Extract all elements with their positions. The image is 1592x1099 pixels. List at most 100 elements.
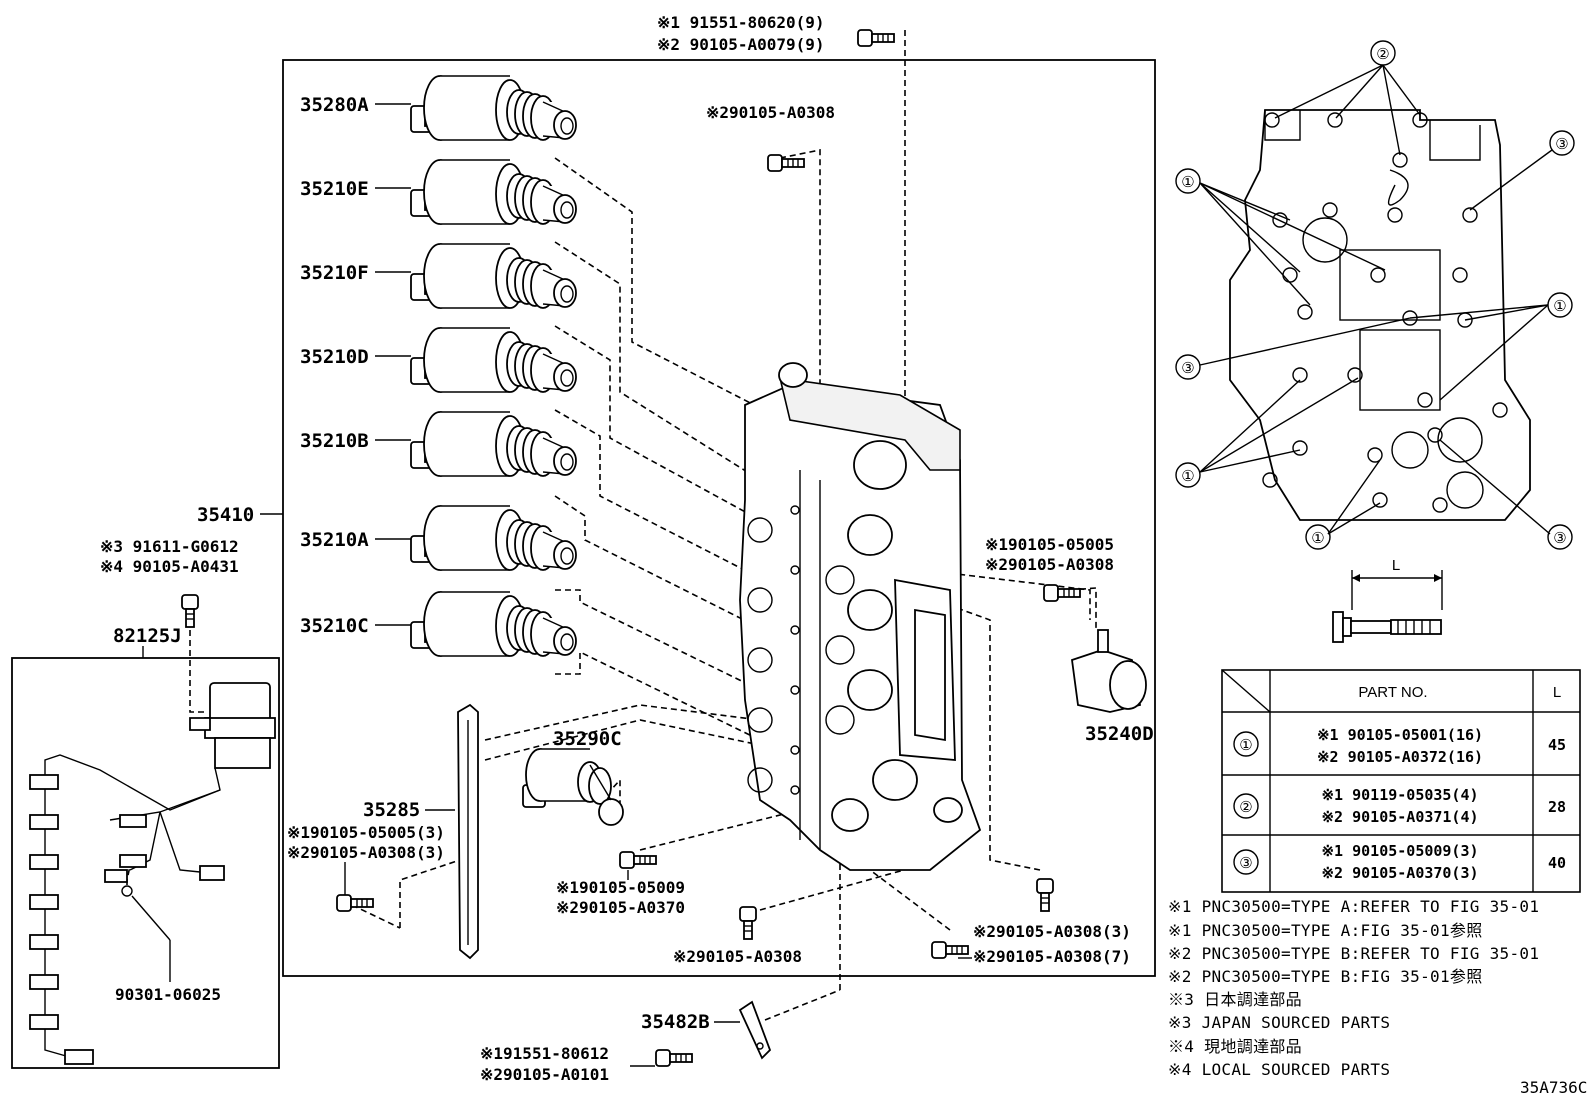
bolt-br-7[interactable]: [931, 941, 969, 959]
table-row: ③ ※1 90105-05009(3) ※2 90105-A0370(3) 40: [1233, 842, 1566, 882]
footnotes: ※1 PNC30500=TYPE A:REFER TO FIG 35-01 ※1…: [1168, 897, 1539, 1079]
part-labels: ※1 91551-80620(9) ※2 90105-A0079(9) ※290…: [100, 13, 1587, 1097]
bolt-length-dimension: L: [1332, 557, 1443, 643]
svg-text:28: 28: [1548, 798, 1566, 816]
callout-3-top-right: ③: [1549, 130, 1575, 156]
solenoid-35210E[interactable]: [410, 159, 577, 225]
svg-text:※2 90105-A0370(3): ※2 90105-A0370(3): [1321, 864, 1478, 882]
note-line: ※3 日本調達部品: [1168, 990, 1302, 1009]
label-35210E: 35210E: [300, 178, 369, 200]
wire-harness-82125J[interactable]: [29, 682, 276, 1065]
label-bolt-right-1: ※190105-05005: [985, 535, 1114, 554]
svg-text:②: ②: [1376, 46, 1389, 63]
label-35210A: 35210A: [300, 529, 369, 551]
label-bolt-mid-1: ※190105-05009: [556, 878, 685, 897]
callout-1-right: ①: [1547, 292, 1573, 318]
svg-text:③: ③: [1181, 360, 1194, 377]
svg-text:※1 90119-05035(4): ※1 90119-05035(4): [1321, 786, 1478, 804]
callout-1-bottom: ①: [1305, 524, 1331, 550]
callout-3-left: ③: [1175, 354, 1201, 380]
bolt-bot-mid[interactable]: [739, 906, 757, 940]
label-harness-bolt-3: ※3 91611-G0612: [100, 537, 239, 556]
label-35285: 35285: [363, 799, 420, 821]
bolt-top[interactable]: [857, 29, 895, 47]
table-header-part-no: PART NO.: [1358, 684, 1427, 701]
label-bolt-top-1: ※1 91551-80620(9): [657, 13, 825, 32]
label-bolt-det-1: ※191551-80612: [480, 1044, 609, 1063]
wire-clamp-90301[interactable]: [121, 885, 171, 982]
callout-2-top: ②: [1370, 40, 1396, 66]
label-bolt-br-7: ※290105-A0308(7): [973, 947, 1131, 966]
label-35280A: 35280A: [300, 94, 369, 116]
solenoid-35210F[interactable]: [410, 243, 577, 309]
label-bolt-right-2: ※290105-A0308: [985, 555, 1114, 574]
label-bolt-left-1: ※190105-05005(3): [287, 823, 445, 842]
callout-1-left-top: ①: [1175, 168, 1201, 194]
dim-l-label: L: [1392, 557, 1400, 574]
svg-text:①: ①: [1239, 737, 1252, 754]
svg-text:①: ①: [1181, 174, 1194, 191]
bolt-detent[interactable]: [655, 1049, 693, 1067]
label-bolt-br-3: ※290105-A0308(3): [973, 922, 1131, 941]
plate-callout-lines: [1199, 64, 1553, 535]
label-35210B: 35210B: [300, 430, 369, 452]
label-90301-06025: 90301-06025: [115, 985, 221, 1004]
bolt-a0308-top[interactable]: [767, 154, 805, 172]
solenoid-35210C[interactable]: [410, 591, 577, 657]
label-bolt-mid-2: ※290105-A0370: [556, 898, 685, 917]
note-line: ※3 JAPAN SOURCED PARTS: [1168, 1013, 1390, 1032]
plate-35285[interactable]: [457, 703, 479, 960]
label-harness-bolt-4: ※4 90105-A0431: [100, 557, 239, 576]
label-35210F: 35210F: [300, 262, 369, 284]
note-line: ※1 PNC30500=TYPE A:FIG 35-01参照: [1168, 921, 1483, 940]
harness-frame: [11, 657, 280, 1069]
note-line: ※4 現地調達部品: [1168, 1037, 1302, 1056]
note-line: ※4 LOCAL SOURCED PARTS: [1168, 1060, 1390, 1079]
solenoid-35290C[interactable]: [522, 748, 624, 826]
solenoid-35210D[interactable]: [410, 327, 577, 393]
valve-body-frame: [282, 59, 1156, 977]
svg-text:※2 90105-A0371(4): ※2 90105-A0371(4): [1321, 808, 1478, 826]
label-82125J: 82125J: [113, 625, 182, 647]
label-35290C: 35290C: [553, 728, 622, 750]
label-35210C: 35210C: [300, 615, 369, 637]
svg-text:※2 90105-A0372(16): ※2 90105-A0372(16): [1317, 748, 1483, 766]
svg-text:②: ②: [1239, 799, 1252, 816]
callout-1-left-bottom: ①: [1175, 462, 1201, 488]
detent-spring-35482B[interactable]: [738, 1000, 772, 1060]
svg-text:①: ①: [1311, 530, 1324, 547]
label-bolt-det-2: ※290105-A0101: [480, 1065, 609, 1084]
svg-text:③: ③: [1553, 530, 1566, 547]
solenoid-35210B[interactable]: [410, 411, 577, 477]
label-bolt-bot-mid: ※290105-A0308: [673, 947, 802, 966]
figure-code: 35A736C: [1520, 1078, 1587, 1097]
assembly-lines: [126, 30, 1097, 1021]
svg-text:40: 40: [1548, 854, 1566, 872]
svg-text:③: ③: [1555, 136, 1568, 153]
valve-body-35410[interactable]: [739, 362, 982, 871]
valve-plate-view: [1229, 109, 1531, 521]
svg-text:③: ③: [1239, 855, 1252, 872]
table-row: ① ※1 90105-05001(16) ※2 90105-A0372(16) …: [1233, 726, 1566, 766]
solenoid-35240D[interactable]: [1071, 629, 1147, 713]
svg-text:※1 90105-05009(3): ※1 90105-05009(3): [1321, 842, 1478, 860]
svg-text:①: ①: [1553, 298, 1566, 315]
label-35240D: 35240D: [1085, 723, 1154, 745]
label-bolt-a0308-top: ※290105-A0308: [706, 103, 835, 122]
svg-text:①: ①: [1181, 468, 1194, 485]
label-bolt-top-2: ※2 90105-A0079(9): [657, 35, 825, 54]
solenoid-35210A[interactable]: [410, 505, 577, 571]
note-line: ※2 PNC30500=TYPE B:FIG 35-01参照: [1168, 967, 1483, 986]
label-35482B: 35482B: [641, 1011, 710, 1033]
bolt-harness[interactable]: [181, 594, 199, 628]
bolt-mid[interactable]: [619, 851, 657, 869]
bolt-br-3[interactable]: [1036, 878, 1054, 912]
svg-text:45: 45: [1548, 736, 1566, 754]
label-bolt-left-2: ※290105-A0308(3): [287, 843, 445, 862]
note-line: ※1 PNC30500=TYPE A:REFER TO FIG 35-01: [1168, 897, 1539, 916]
bolt-left[interactable]: [336, 894, 374, 912]
solenoid-35280A[interactable]: [410, 75, 577, 141]
table-row: ② ※1 90119-05035(4) ※2 90105-A0371(4) 28: [1233, 786, 1566, 826]
solenoid-leaders: [260, 103, 411, 626]
